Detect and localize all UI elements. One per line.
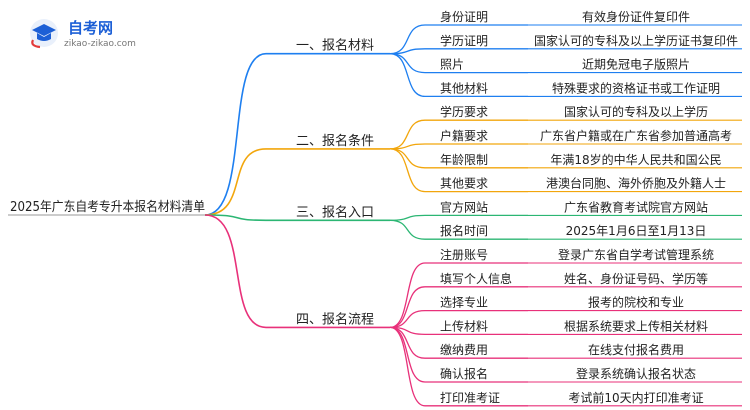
branch-2-link <box>204 148 390 216</box>
leaf-link <box>389 326 528 359</box>
leaf-key: 其他要求 <box>440 177 488 191</box>
leaf-key: 注册账号 <box>440 247 488 262</box>
leaf-key: 打印准考证 <box>440 391 500 405</box>
leaf-link <box>389 148 528 169</box>
leaf-value: 登录广东省自学考试管理系统 <box>558 247 714 262</box>
branch-3-link <box>204 214 390 222</box>
leaf-value: 国家认可的专科及以上学历证书复印件 <box>534 33 738 48</box>
leaf-key: 户籍要求 <box>440 128 488 143</box>
leaf-key: 学历证明 <box>440 33 488 48</box>
leaf-key: 确认报名 <box>440 366 488 381</box>
leaf-link <box>389 119 528 150</box>
leaf-key: 报名时间 <box>440 223 488 238</box>
leaf-link <box>389 148 528 193</box>
leaf-value: 2025年1月6日至1月13日 <box>566 224 707 238</box>
leaf-key: 其他材料 <box>440 81 488 95</box>
branch-4-title: 四、报名流程 <box>296 311 374 327</box>
leaf-link <box>389 53 528 98</box>
leaf-link <box>389 286 528 329</box>
branch-2-title: 二、报名条件 <box>296 133 374 149</box>
leaf-link <box>389 219 528 240</box>
leaf-link <box>389 24 528 55</box>
leaf-link <box>389 309 528 329</box>
graduation-cap-base-icon <box>37 33 51 41</box>
branch-1-title: 一、报名材料 <box>296 38 374 54</box>
leaf-link <box>389 53 528 74</box>
leaf-value: 登录系统确认报名状态 <box>576 366 696 381</box>
leaf-key: 官方网站 <box>440 199 488 214</box>
branch-1-link <box>204 52 390 216</box>
leaf-key: 照片 <box>440 58 464 72</box>
leaf-value: 广东省教育考试院官方网站 <box>564 199 708 214</box>
leaf-key: 填写个人信息 <box>440 271 512 286</box>
leaf-value: 广东省户籍或在广东省参加普通高考 <box>540 128 732 143</box>
leaf-link <box>389 262 528 329</box>
leaf-key: 上传材料 <box>440 318 488 333</box>
leaf-link <box>389 48 528 55</box>
leaf-value: 在线支付报名费用 <box>588 342 684 357</box>
leaf-value: 考试前10天内打印准考证 <box>568 390 703 405</box>
branch-links <box>204 24 742 407</box>
leaf-link <box>389 214 528 221</box>
root-topic: 2025年广东自考专升本报名材料清单 <box>10 199 205 215</box>
logo: 自考网 zikao-zikao.com <box>30 19 136 49</box>
graduation-cap-icon <box>32 24 56 36</box>
leaf-value: 国家认可的专科及以上学历 <box>564 104 708 119</box>
logo-url: zikao-zikao.com <box>64 39 136 49</box>
leaf-value: 港澳台同胞、海外侨胞及外籍人士 <box>546 176 726 191</box>
branch-3-title: 三、报名入口 <box>296 204 374 220</box>
leaf-value: 根据系统要求上传相关材料 <box>564 318 708 333</box>
leaf-key: 缴纳费用 <box>440 342 488 357</box>
leaf-key: 身份证明 <box>440 9 488 24</box>
leaf-value: 姓名、身份证号码、学历等 <box>564 271 708 286</box>
logo-name: 自考网 <box>68 19 113 37</box>
leaf-key: 选择专业 <box>440 295 488 310</box>
leaf-link <box>389 326 528 407</box>
logo-swoosh-icon <box>31 39 41 49</box>
leaf-key: 学历要求 <box>440 104 488 119</box>
leaf-key: 年龄限制 <box>440 153 488 167</box>
leaf-value: 年满18岁的中华人民共和国公民 <box>550 152 721 167</box>
leaf-value: 报考的院校和专业 <box>588 295 684 310</box>
leaf-value: 有效身份证件复印件 <box>582 9 690 24</box>
leaf-value: 近期免冠电子版照片 <box>582 57 690 72</box>
leaf-link <box>389 143 528 150</box>
leaf-value: 特殊要求的资格证书或工作证明 <box>552 80 720 95</box>
branch-4-link <box>204 214 390 329</box>
